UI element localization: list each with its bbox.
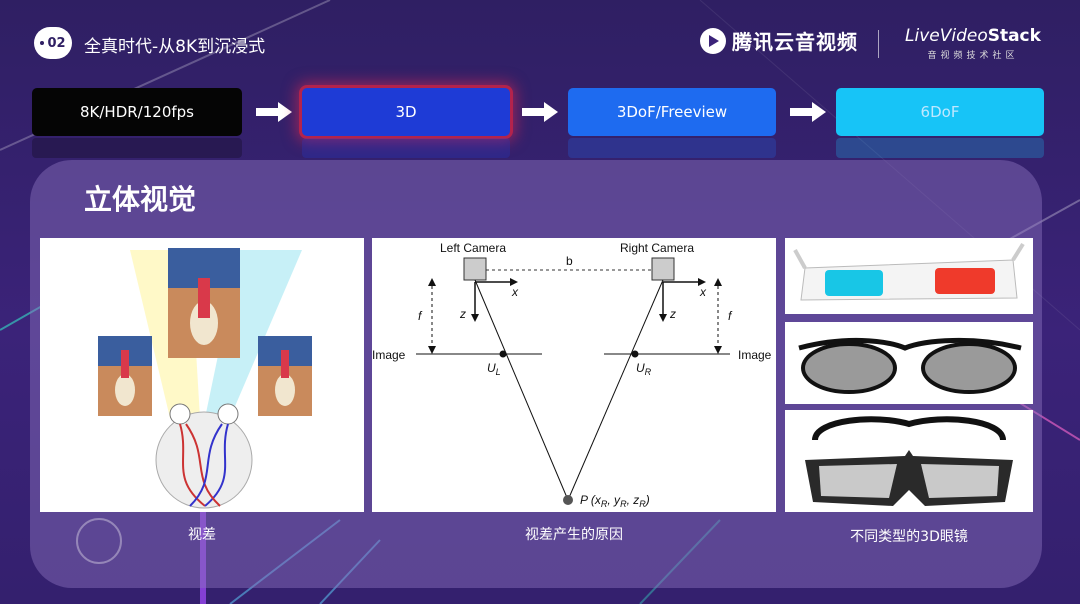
svg-text:f: f: [728, 309, 733, 323]
u-right-point: [631, 350, 639, 358]
partner-name: LiveVideo: [905, 26, 988, 46]
glasses-caption: 不同类型的3D眼镜: [850, 529, 968, 545]
svg-text:Image: Image: [738, 348, 772, 362]
polarized-glasses-icon: [798, 337, 1022, 394]
section-title: 立体视觉: [84, 183, 197, 216]
stereo-geometry-svg: Left Camera Right Camera b x x z z f f I…: [372, 241, 772, 509]
u-left-point: [499, 350, 507, 358]
svg-text:x: x: [511, 285, 519, 299]
step-3dof-freeview: 3DoF/Freeview: [568, 88, 776, 136]
disparity-illustration: [40, 238, 364, 512]
step-reflection: [32, 138, 242, 158]
section-number: 02: [47, 35, 66, 51]
svg-text:z: z: [669, 307, 676, 321]
tencent-cloud-logo-icon: [700, 27, 726, 54]
step-reflection: [568, 138, 776, 158]
arrow-right-icon: [256, 102, 294, 124]
active-shutter-glasses-icon: [805, 416, 1013, 506]
left-camera-icon: [463, 257, 487, 281]
step-8k-hdr: 8K/HDR/120fps: [32, 88, 242, 136]
partner-name-bold: Stack: [987, 26, 1041, 46]
anaglyph-glasses-image: [785, 238, 1033, 314]
step-reflection: [836, 138, 1044, 158]
brain-eyes-diagram: [98, 248, 312, 509]
step-label: 3D: [395, 103, 417, 121]
step-label: 8K/HDR/120fps: [80, 103, 194, 121]
svg-text:P (xR, yR, zR): P (xR, yR, zR): [580, 493, 650, 509]
slide-header-title: 全真时代-从8K到沉浸式: [84, 37, 266, 57]
svg-text:Image: Image: [372, 348, 406, 362]
step-6dof: 6DoF: [836, 88, 1044, 136]
step-label: 3DoF/Freeview: [616, 103, 728, 121]
svg-text:UL: UL: [487, 361, 501, 377]
active-shutter-glasses-image: [785, 410, 1033, 512]
livevideostack-logo: LiveVideoStack 音视频技术社区: [905, 26, 1041, 61]
baseline-label: b: [566, 254, 573, 268]
arrow-right-icon: [790, 102, 828, 124]
step-reflection: [302, 138, 510, 158]
right-camera-label: Right Camera: [620, 241, 694, 255]
point-p: [563, 495, 573, 505]
disparity-caption: 视差: [188, 527, 216, 543]
brand-divider: [878, 30, 879, 58]
section-badge: 02: [34, 27, 72, 59]
anaglyph-glasses-icon: [793, 242, 1025, 301]
right-camera-icon: [651, 257, 675, 281]
step-label: 6DoF: [920, 103, 960, 121]
brand-name: 腾讯云音视频: [732, 30, 858, 54]
slide-header: 02 全真时代-从8K到沉浸式 腾讯云音视频 LiveVideoStack 音视…: [0, 0, 1080, 80]
polarized-glasses-image: [785, 322, 1033, 404]
decorative-ring: [76, 518, 122, 564]
svg-text:f: f: [418, 309, 423, 323]
step-3d: 3D: [302, 88, 510, 136]
left-camera-label: Left Camera: [440, 241, 506, 255]
stereo-geometry-caption: 视差产生的原因: [525, 527, 623, 543]
svg-text:x: x: [699, 285, 707, 299]
arrow-right-icon: [522, 102, 560, 124]
stereo-geometry-diagram: Left Camera Right Camera b x x z z f f I…: [372, 238, 776, 512]
svg-text:UR: UR: [636, 361, 652, 377]
svg-text:z: z: [459, 307, 466, 321]
tencent-cloud-brand: 腾讯云音视频: [700, 26, 858, 55]
partner-subtitle: 音视频技术社区: [927, 51, 1019, 61]
